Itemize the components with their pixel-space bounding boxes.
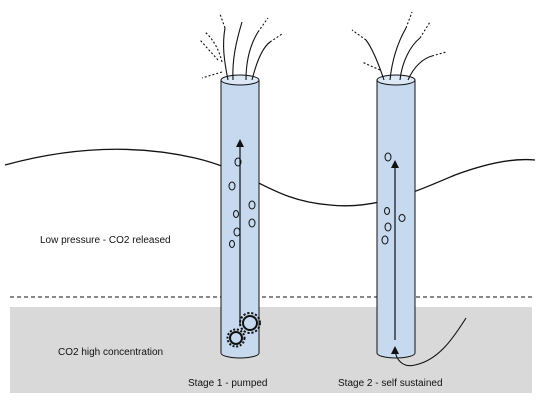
inflow-arrowhead	[391, 346, 399, 354]
ground-region	[10, 307, 532, 393]
pump-gear-icon	[226, 312, 261, 348]
bubble	[384, 152, 392, 162]
bubble	[384, 207, 390, 215]
tube-2-inflow-arrow	[394, 317, 467, 367]
gear-icon-large	[239, 312, 261, 334]
tube-stage-1	[199, 13, 283, 359]
tube-2-bubbles	[381, 152, 406, 245]
bubble	[234, 157, 242, 167]
label-stage-1: Stage 1 - pumped	[188, 378, 268, 389]
bubble	[248, 200, 256, 210]
bubble	[229, 240, 235, 248]
bubble	[398, 214, 406, 222]
tube-stage-2	[351, 11, 467, 367]
bubble	[228, 181, 236, 191]
tube-1-bubbles	[228, 157, 256, 248]
tube-1-gas-streamers	[199, 13, 283, 81]
tube-2-gas-streamers	[351, 11, 447, 81]
tube-2-rim	[376, 74, 416, 86]
bubble	[233, 227, 241, 237]
gear-icon-small	[226, 328, 246, 348]
label-co2-high-concentration: CO2 high concentration	[58, 347, 163, 358]
label-stage-2: Stage 2 - self sustained	[338, 378, 443, 389]
water-surface-line	[4, 148, 536, 207]
tube-2-body	[376, 80, 416, 359]
label-low-pressure: Low pressure - CO2 released	[40, 235, 171, 246]
tube-1-rim	[220, 74, 260, 86]
bubble	[233, 210, 239, 218]
bubble	[248, 218, 256, 228]
bubble	[381, 235, 389, 245]
bubble	[384, 222, 392, 232]
